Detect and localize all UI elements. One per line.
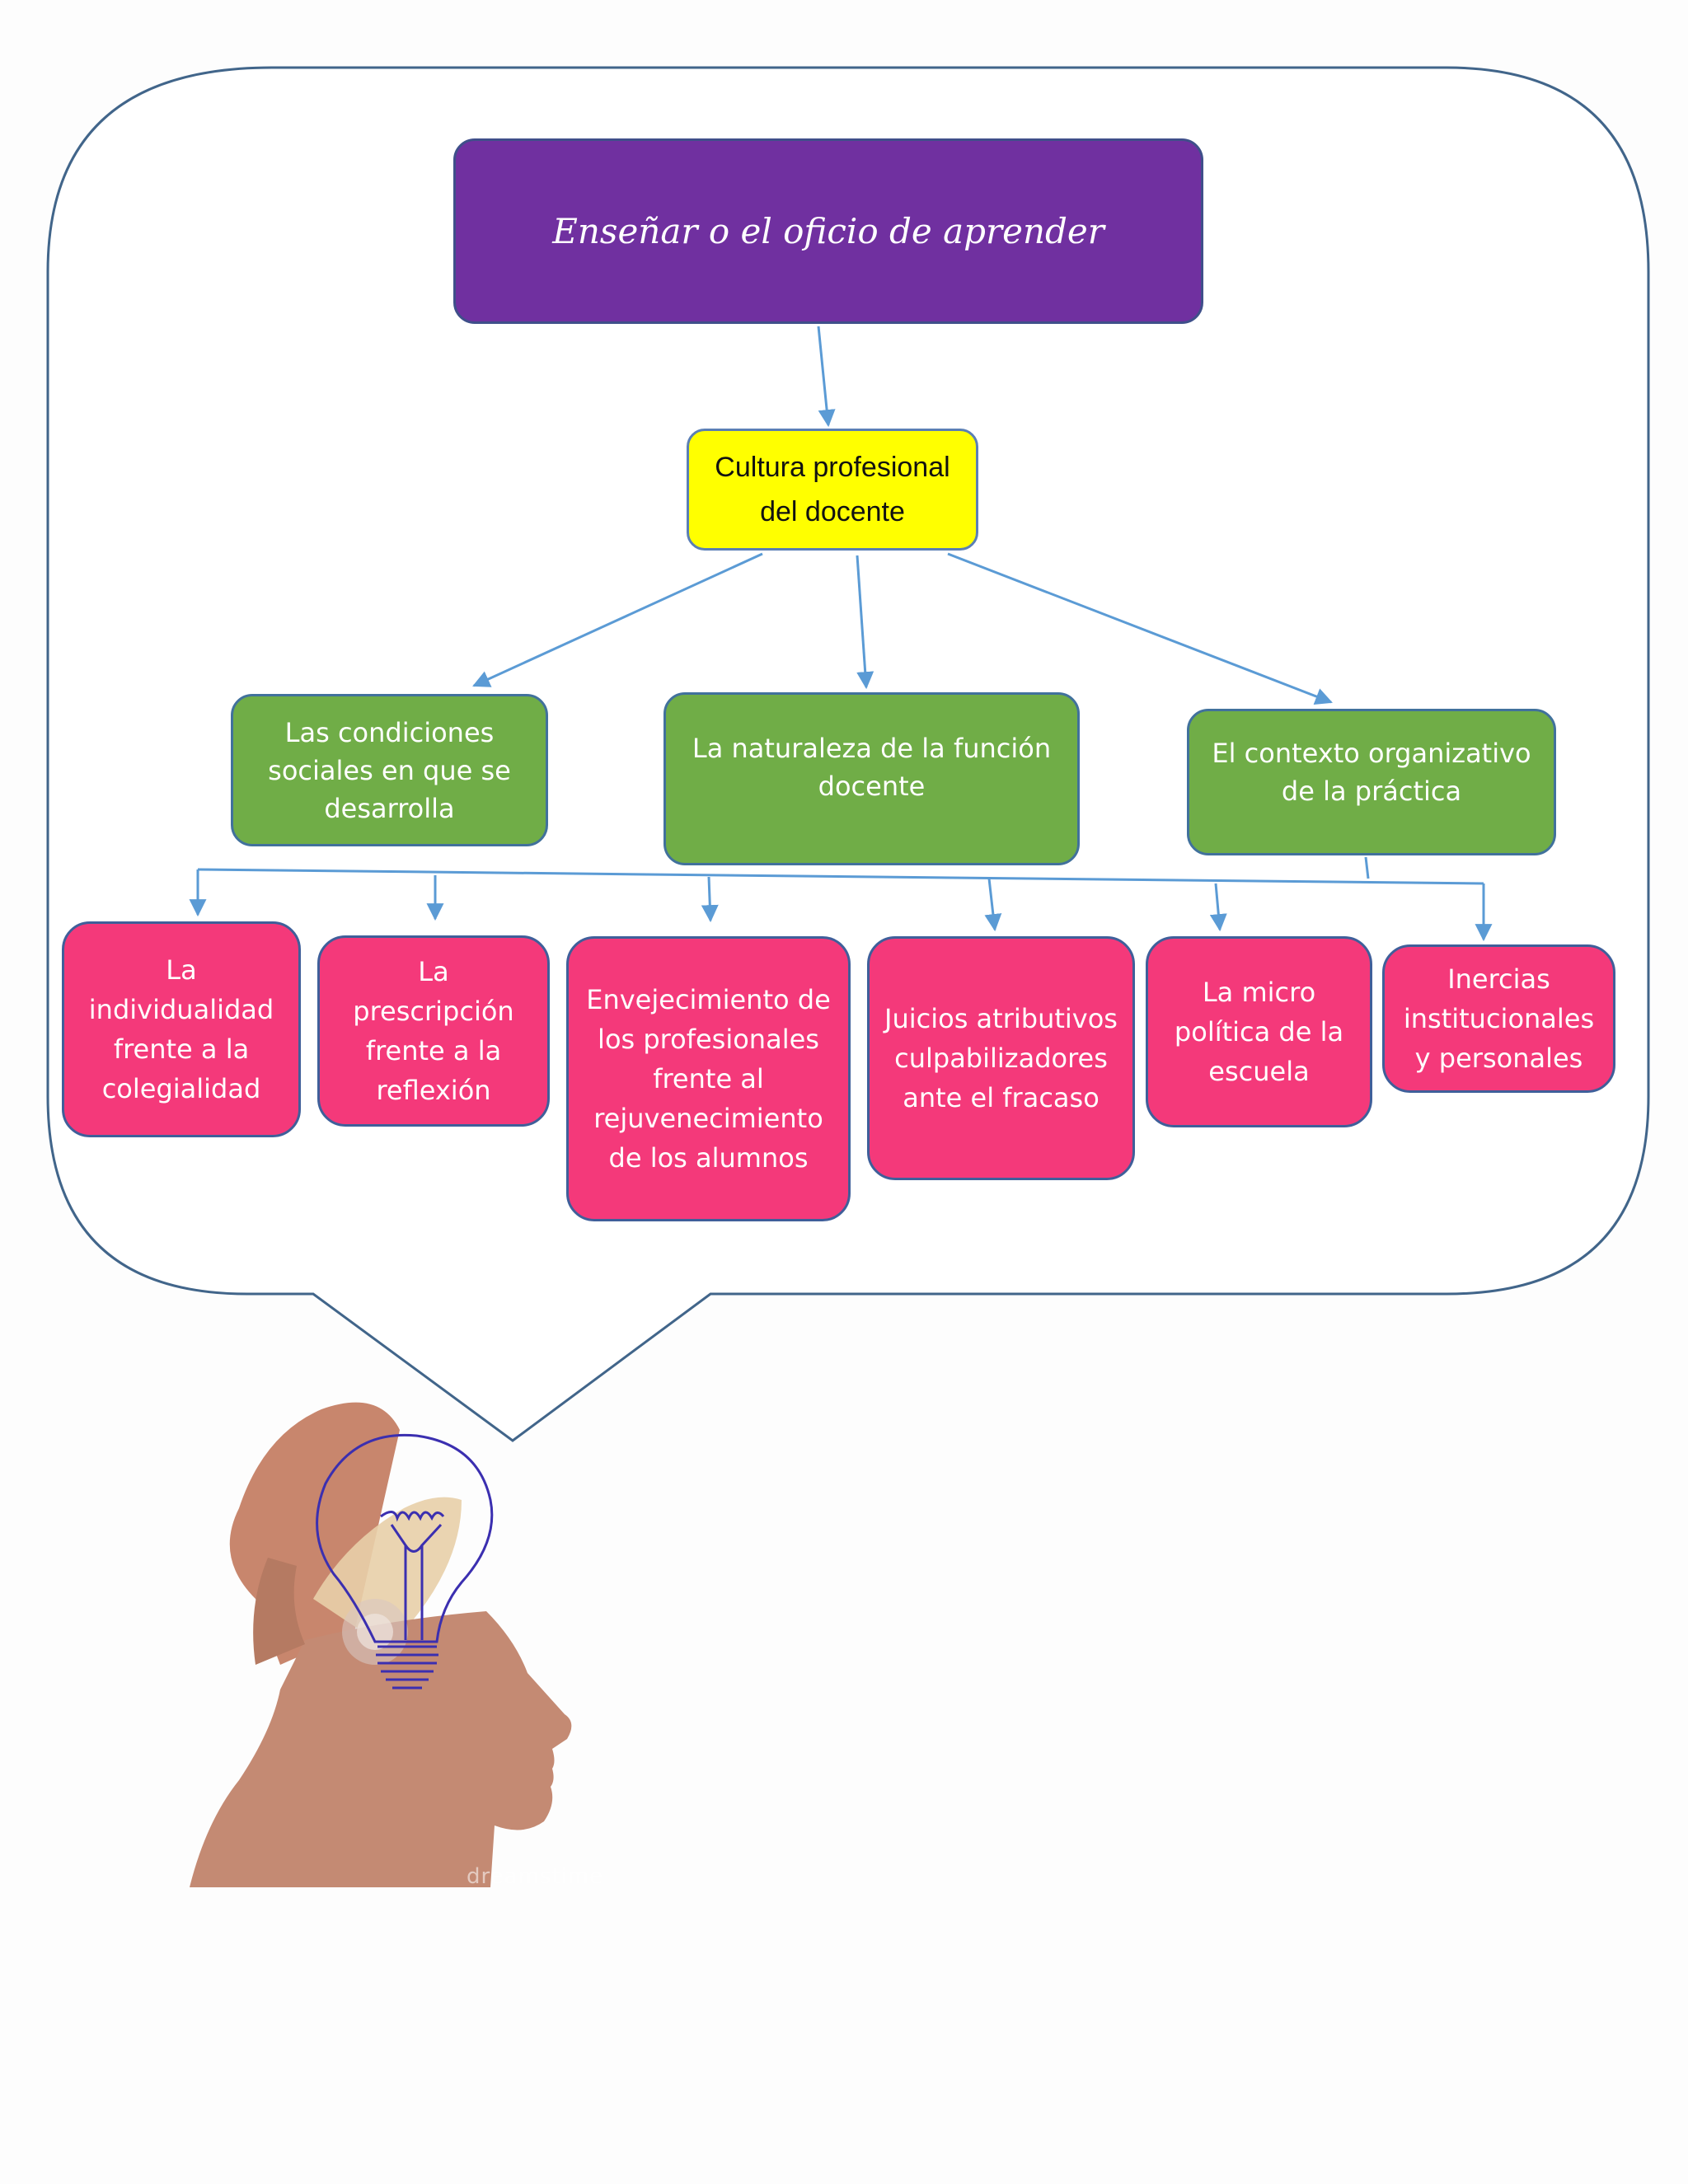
factor-node-2: La naturaleza de la función docente xyxy=(663,692,1080,865)
aspect-node-2: La prescripción frente a la reflexión xyxy=(317,935,550,1127)
aspect-node-3: Envejecimiento de los profesionales fren… xyxy=(566,936,851,1221)
factor-node-3: El contexto organizativo de la práctica xyxy=(1187,709,1556,855)
aspect-label-1: La individualidad frente a la colegialid… xyxy=(88,954,274,1104)
aspect-label-3: Envejecimiento de los profesionales fren… xyxy=(586,984,831,1174)
connector-core-factor-1 xyxy=(472,552,763,687)
diagram-title-node: Enseñar o el oficio de aprender xyxy=(453,138,1203,324)
core-concept-node: Cultura profesional del docente xyxy=(687,429,978,551)
aspect-label-2: La prescripción frente a la reflexión xyxy=(353,956,514,1106)
connector-factor-stem xyxy=(1364,856,1370,879)
aspect-node-5: La micro política de la escuela xyxy=(1146,936,1372,1127)
connector-core-factor-2 xyxy=(856,555,874,690)
aspect-label-5: La micro política de la escuela xyxy=(1174,977,1344,1087)
watermark-text: dreamstime xyxy=(467,1864,604,1889)
connector-horizontal-bar xyxy=(197,868,1484,885)
core-concept-label: Cultura profesional del docente xyxy=(715,452,950,527)
connector-aspect-3 xyxy=(701,876,719,923)
head-with-lightbulb-icon xyxy=(190,1402,572,1887)
factor-node-1: Las condiciones sociales en que se desar… xyxy=(231,694,548,846)
factor-label-1: Las condiciones sociales en que se desar… xyxy=(268,716,511,824)
aspect-node-1: La individualidad frente a la colegialid… xyxy=(62,921,301,1137)
aspect-label-6: Inercias institucionales y personales xyxy=(1403,963,1595,1074)
factor-label-2: La naturaleza de la función docente xyxy=(692,733,1052,802)
connector-aspect-5 xyxy=(1209,883,1227,932)
connector-aspect-4 xyxy=(984,878,1002,932)
face-silhouette xyxy=(190,1611,572,1887)
aspect-label-4: Juicios atributivos culpabilizadores ant… xyxy=(884,1003,1118,1113)
diagram-title: Enseñar o el oficio de aprender xyxy=(552,211,1104,251)
factor-label-3: El contexto organizativo de la práctica xyxy=(1212,738,1531,807)
connector-core-factor-3 xyxy=(947,552,1333,705)
connector-title-core xyxy=(817,326,836,428)
hair-fringe xyxy=(253,1558,305,1665)
lightbulb-icon xyxy=(316,1433,494,1690)
aspect-node-6: Inercias institucionales y personales xyxy=(1382,944,1615,1093)
aspect-node-4: Juicios atributivos culpabilizadores ant… xyxy=(867,936,1135,1180)
